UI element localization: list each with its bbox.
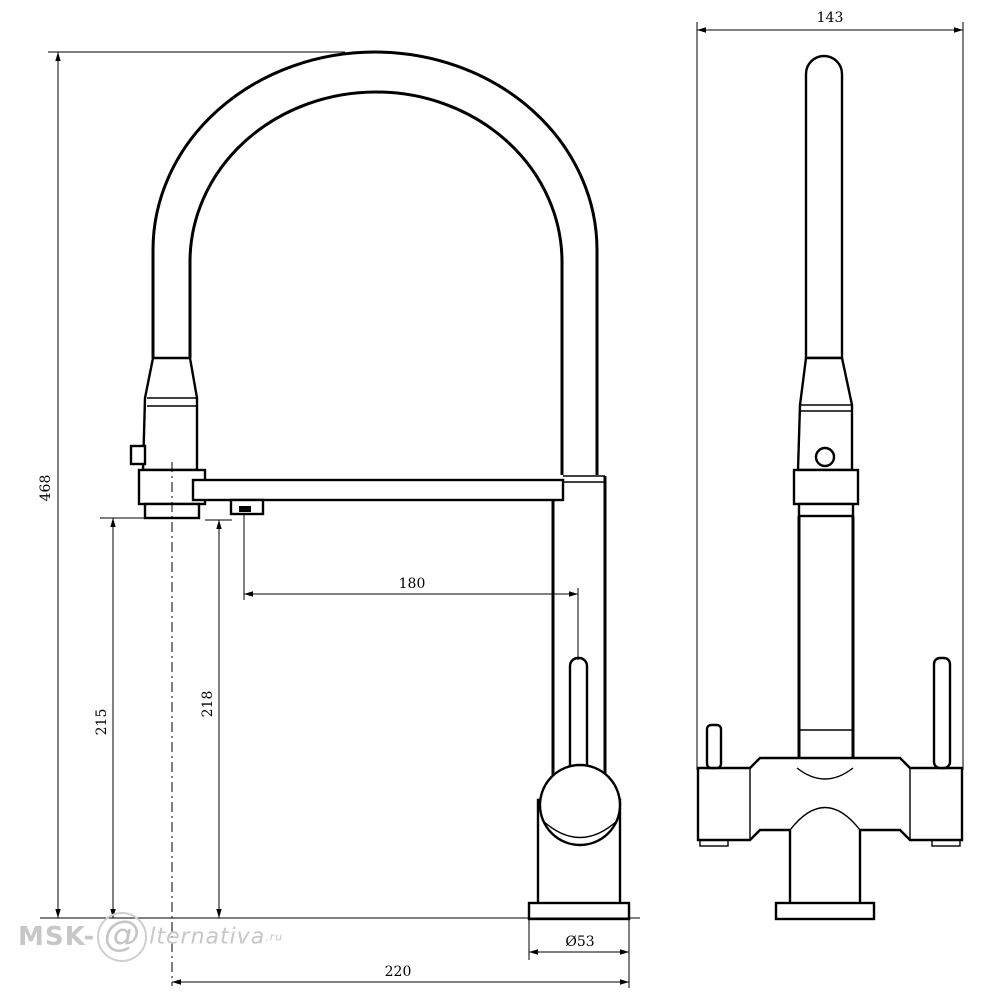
front-spray-button [814,446,836,468]
label-base-diameter: Ø53 [565,934,594,950]
front-right-lever [932,656,952,770]
label-overall-reach: 220 [385,964,412,980]
label-spout-reach: 180 [399,576,426,592]
gooseneck-hose-inner [188,90,564,475]
label-overall-height: 468 [38,475,54,502]
front-base-plate [774,901,876,921]
label-outlet-height-right: 218 [200,691,216,718]
front-mixer-body [696,756,964,907]
front-spout-tube [804,54,844,360]
gooseneck-hose [151,50,599,475]
mixer-handle-disc [538,763,622,847]
label-outlet-height-left: 215 [94,709,110,736]
body-column [551,476,607,775]
watermark-at-icon: @ [97,912,148,962]
dimension-lines [40,22,964,988]
dimension-labels: 468 143 180 215 218 Ø53 220 [38,10,843,980]
label-front-width: 143 [817,10,844,26]
front-left-knob [705,723,723,770]
spray-head [141,356,199,472]
watermark-rest: lternativa [149,924,266,950]
front-view [696,54,964,921]
spray-head-button [129,444,147,466]
filter-lever [568,656,589,780]
base-plate [527,901,631,921]
watermark-lead: MSK- [18,922,96,952]
watermark-logo: MSK-@lternativa.ru [18,912,283,962]
front-ring [792,468,860,506]
watermark-suffix: .ru [265,930,284,944]
spout-arm [191,478,565,502]
side-view [129,50,631,986]
